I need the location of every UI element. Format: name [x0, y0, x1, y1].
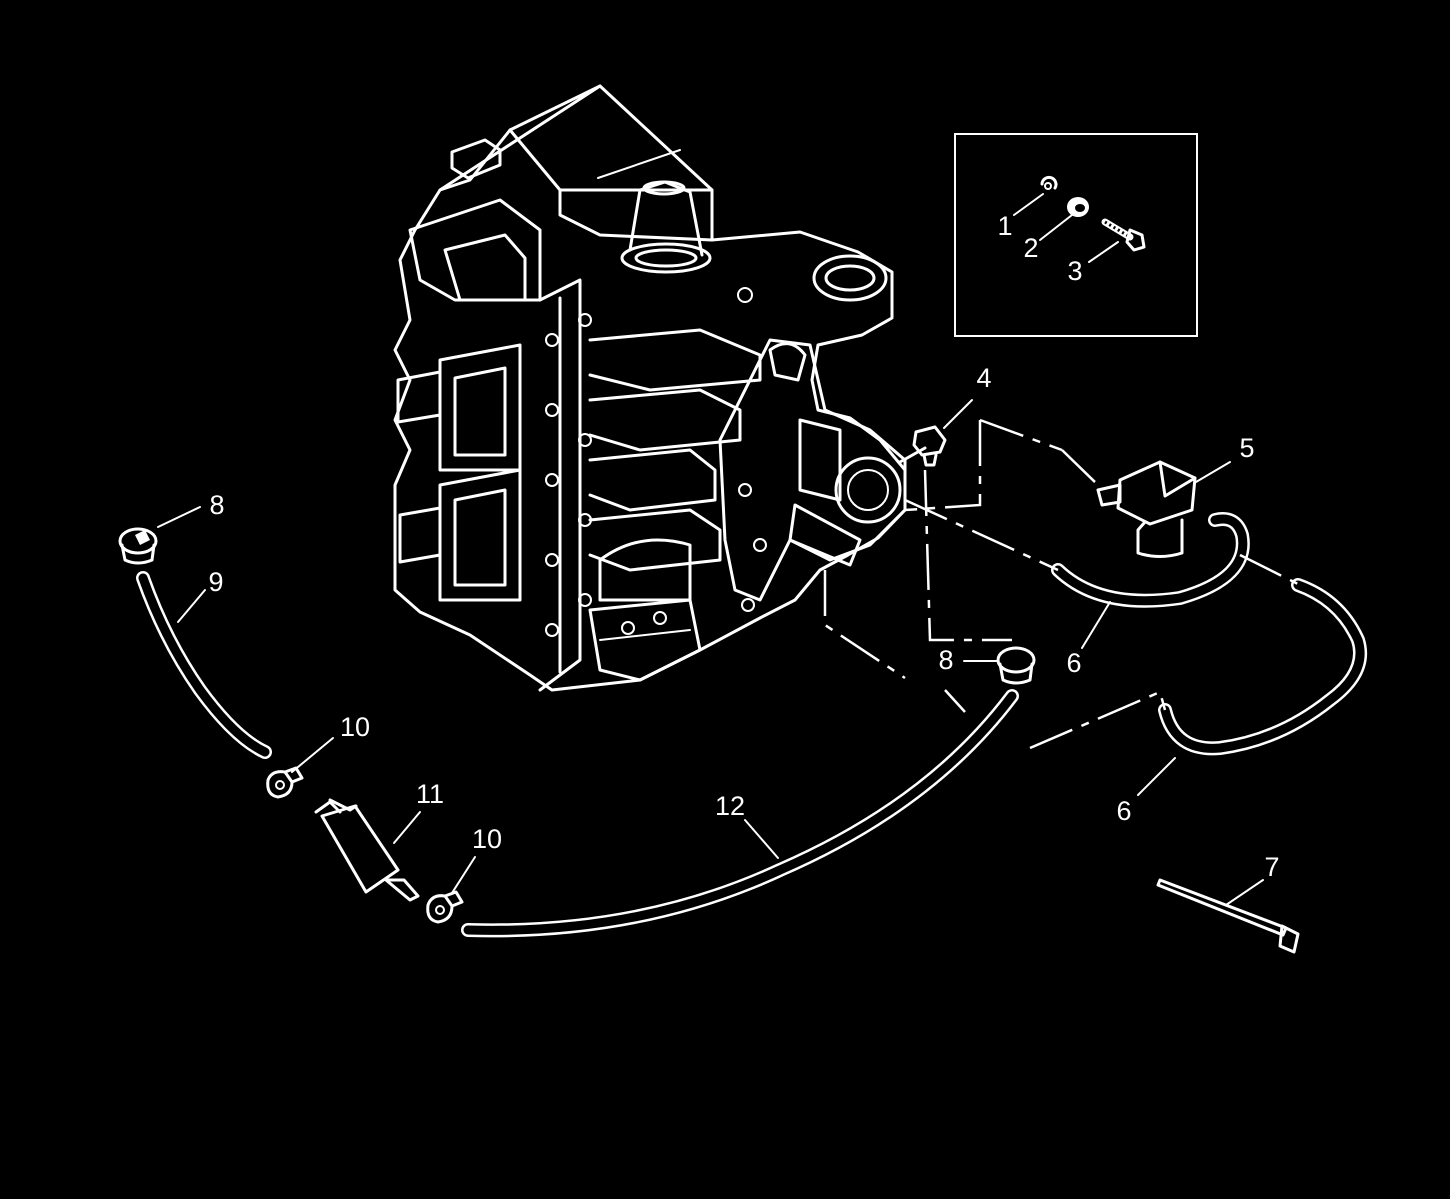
inline-filter-part-11 — [314, 798, 421, 902]
hose-clamp-part-8-left — [118, 527, 158, 565]
engine-block — [393, 84, 927, 692]
hose-clamp-part-8-right — [996, 646, 1036, 685]
hose-fitting-part-10-lower — [426, 890, 464, 924]
fuel-hoses — [136, 512, 1368, 938]
cable-tie-part-7 — [1156, 878, 1300, 954]
callout-6-upper: 6 — [1066, 648, 1081, 678]
callout-5: 5 — [1239, 433, 1254, 463]
callout-9: 9 — [208, 567, 223, 597]
callout-3: 3 — [1067, 256, 1082, 286]
callout-7: 7 — [1264, 852, 1279, 882]
callout-4: 4 — [976, 363, 991, 393]
callout-10-lower: 10 — [472, 824, 502, 854]
callout-6-lower: 6 — [1116, 796, 1131, 826]
callout-8-right: 8 — [938, 645, 953, 675]
callout-labels: 1 2 3 4 5 6 6 7 8 8 9 10 10 11 12 — [208, 211, 1279, 882]
callout-8-left: 8 — [209, 490, 224, 520]
fuel-filter-part-5 — [1096, 460, 1231, 558]
grommet-part-2 — [1067, 197, 1089, 217]
hose-fitting-part-10-upper — [266, 766, 304, 799]
callout-12: 12 — [715, 791, 745, 821]
fitting-part-4 — [912, 399, 973, 467]
callout-1: 1 — [997, 211, 1012, 241]
hardware-inset-box — [954, 133, 1198, 337]
callout-10-upper: 10 — [340, 712, 370, 742]
routing-lines — [823, 418, 1301, 750]
callout-2: 2 — [1023, 233, 1038, 263]
leader-lines — [157, 506, 1176, 894]
lock-washer-part-1 — [1040, 175, 1058, 190]
callout-11: 11 — [416, 779, 444, 809]
screw-part-3 — [1101, 218, 1146, 252]
